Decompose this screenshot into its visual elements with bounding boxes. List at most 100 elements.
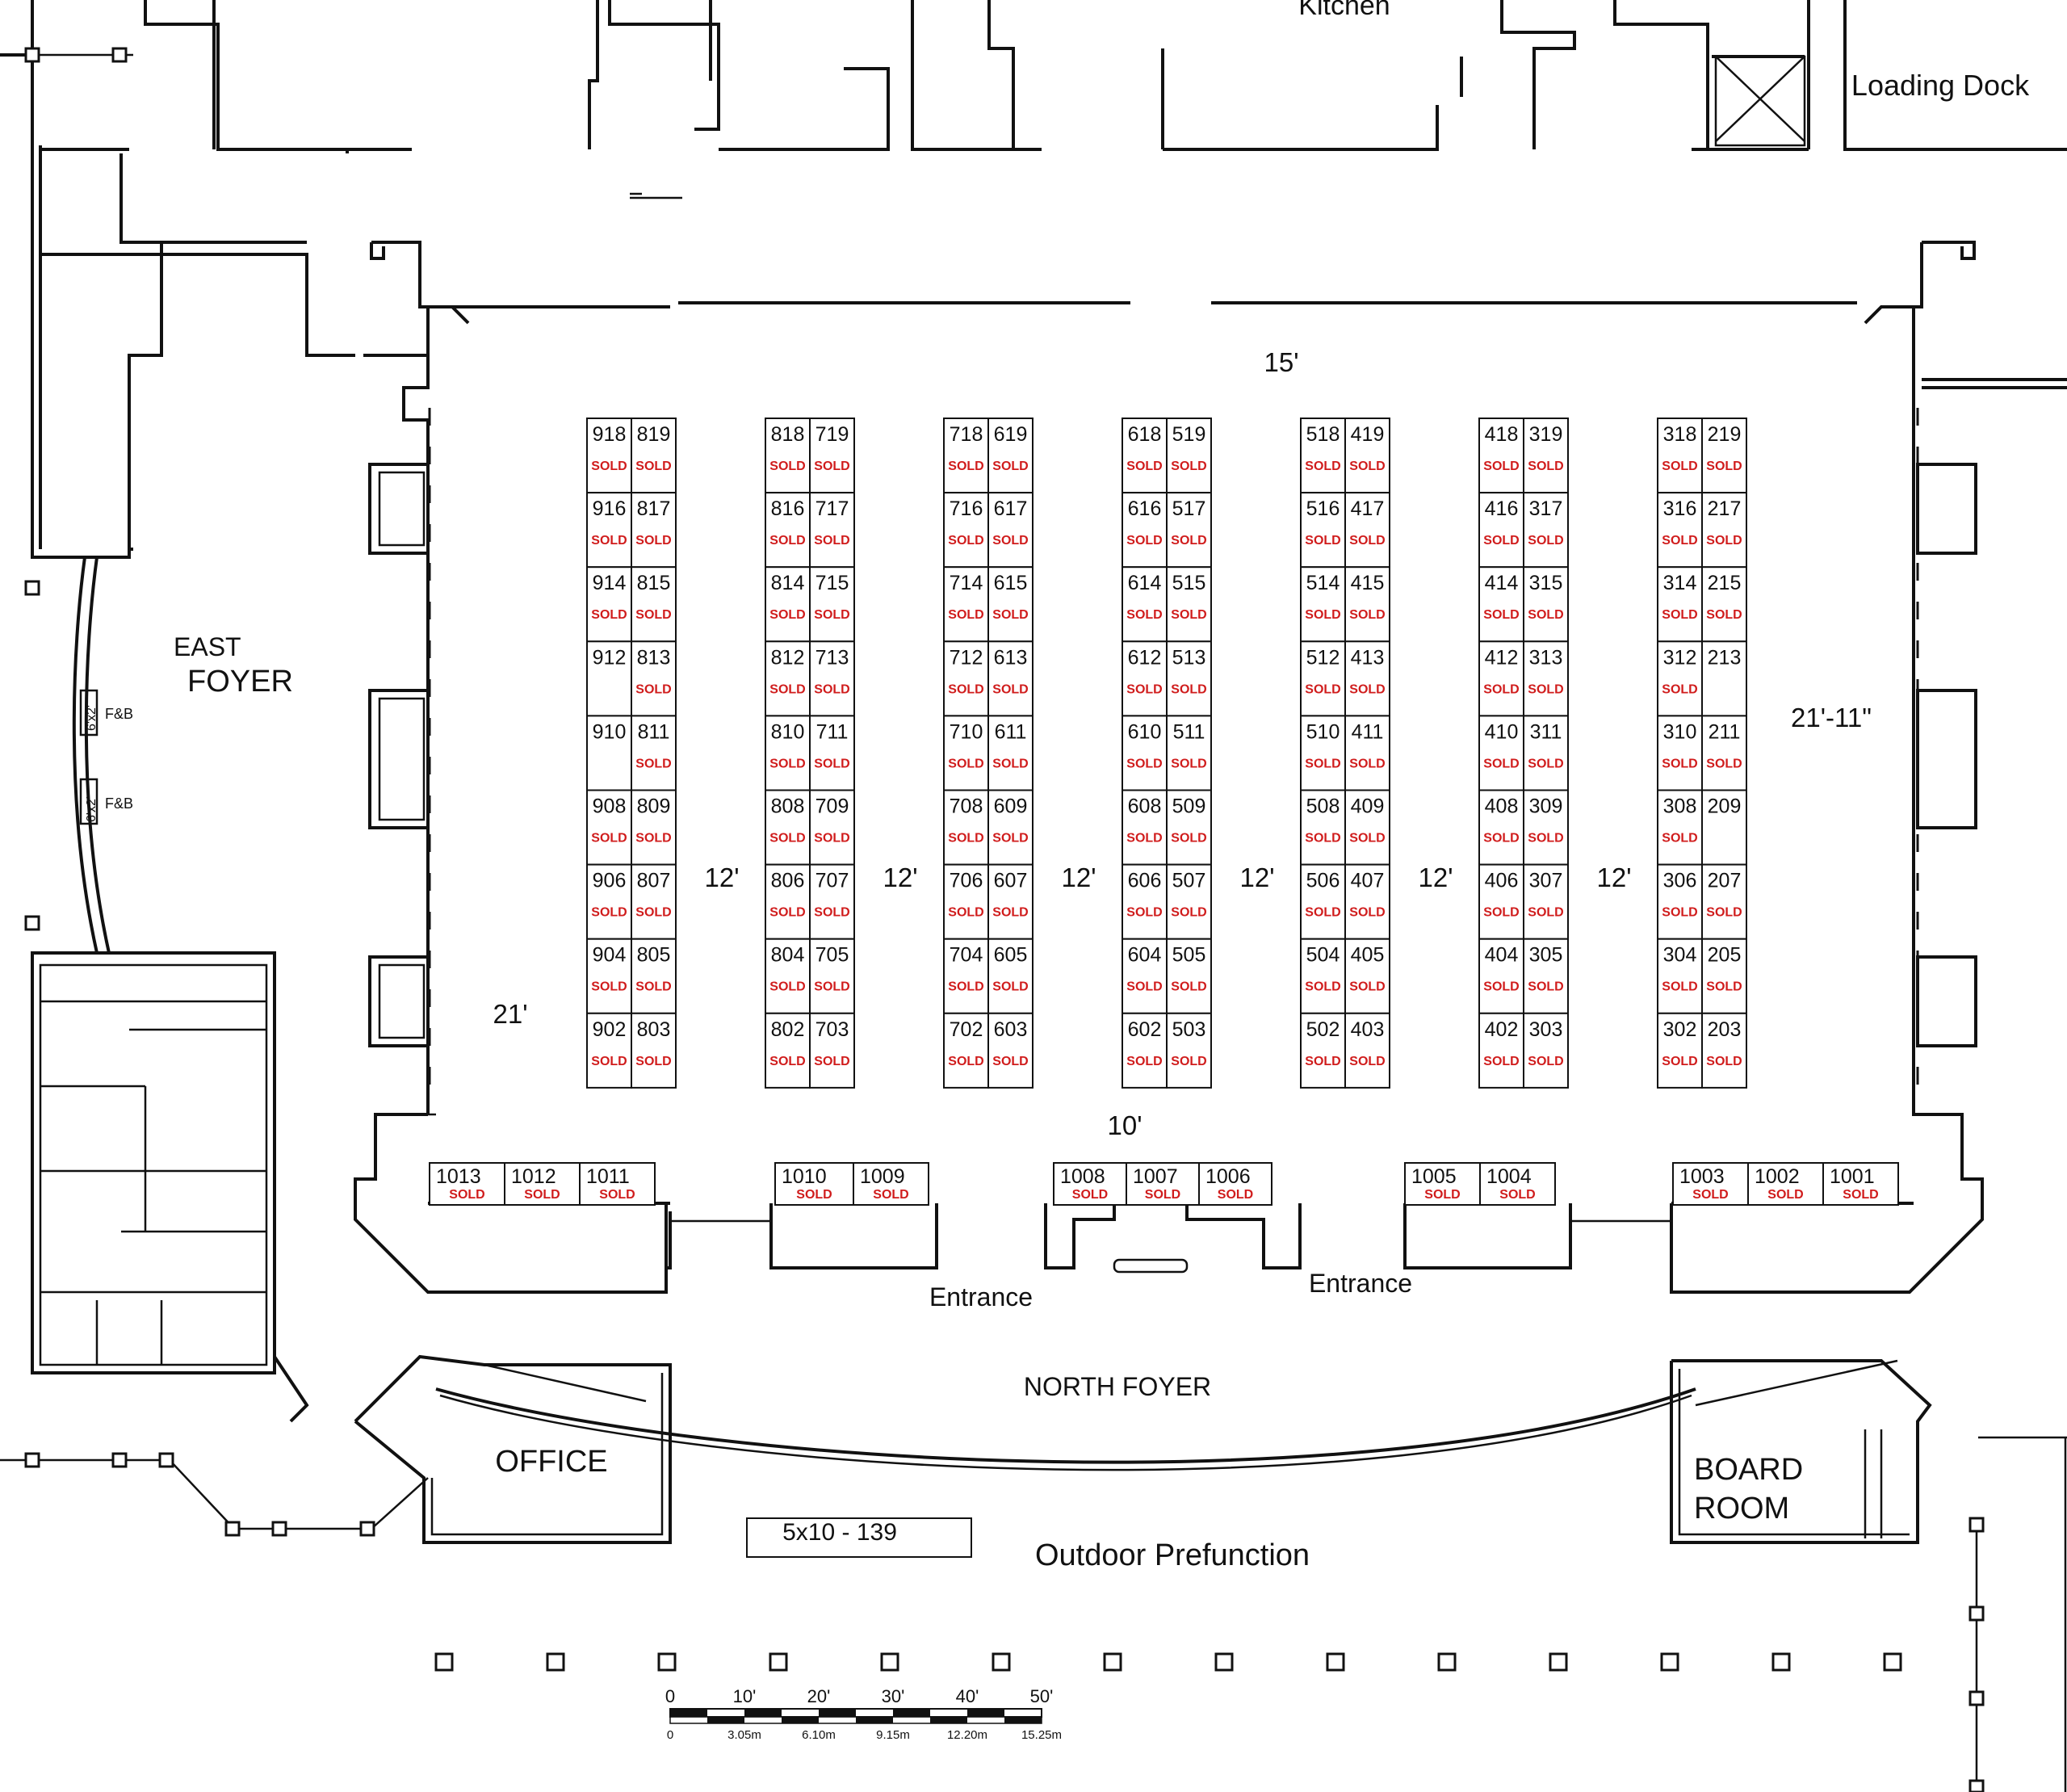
booth-cell[interactable] [1344,1012,1390,1089]
booth-cell[interactable] [765,640,811,717]
booth-cell[interactable] [987,938,1034,1014]
booth-cell[interactable] [631,938,677,1014]
booth-cell[interactable] [1300,938,1346,1014]
booth-cell[interactable] [1122,1012,1168,1089]
booth-cell[interactable] [1166,715,1212,791]
booth-cell[interactable] [1523,715,1569,791]
booth-cell[interactable] [1478,1012,1524,1089]
booth-cell[interactable] [987,418,1034,494]
booth-910[interactable]: 910 [586,715,632,791]
booth-cell[interactable] [1166,789,1212,866]
booth-cell[interactable] [586,715,632,791]
booth-912[interactable]: 912 [586,640,632,717]
booth-cell[interactable] [1701,789,1747,866]
booth-cell[interactable] [1672,1162,1749,1206]
booth-cell[interactable] [987,492,1034,569]
booth-cell[interactable] [631,566,677,643]
booth-cell[interactable] [1300,863,1346,940]
booth-cell[interactable] [943,863,989,940]
booth-cell[interactable] [1657,1012,1703,1089]
booth-cell[interactable] [1166,492,1212,569]
booth-cell[interactable] [429,1162,505,1206]
booth-cell[interactable] [1657,566,1703,643]
booth-cell[interactable] [1344,418,1390,494]
booth-cell[interactable] [943,566,989,643]
booth-cell[interactable] [1126,1162,1200,1206]
booth-cell[interactable] [1657,715,1703,791]
booth-cell[interactable] [943,1012,989,1089]
booth-cell[interactable] [631,1012,677,1089]
booth-cell[interactable] [765,566,811,643]
booth-cell[interactable] [1523,492,1569,569]
booth-cell[interactable] [765,1012,811,1089]
booth-cell[interactable] [1523,789,1569,866]
booth-cell[interactable] [987,1012,1034,1089]
booth-cell[interactable] [1701,863,1747,940]
booth-cell[interactable] [586,1012,632,1089]
booth-cell[interactable] [1300,492,1346,569]
booth-cell[interactable] [579,1162,656,1206]
booth-cell[interactable] [1300,640,1346,717]
booth-cell[interactable] [1122,492,1168,569]
booth-cell[interactable] [1701,492,1747,569]
booth-cell[interactable] [1166,640,1212,717]
